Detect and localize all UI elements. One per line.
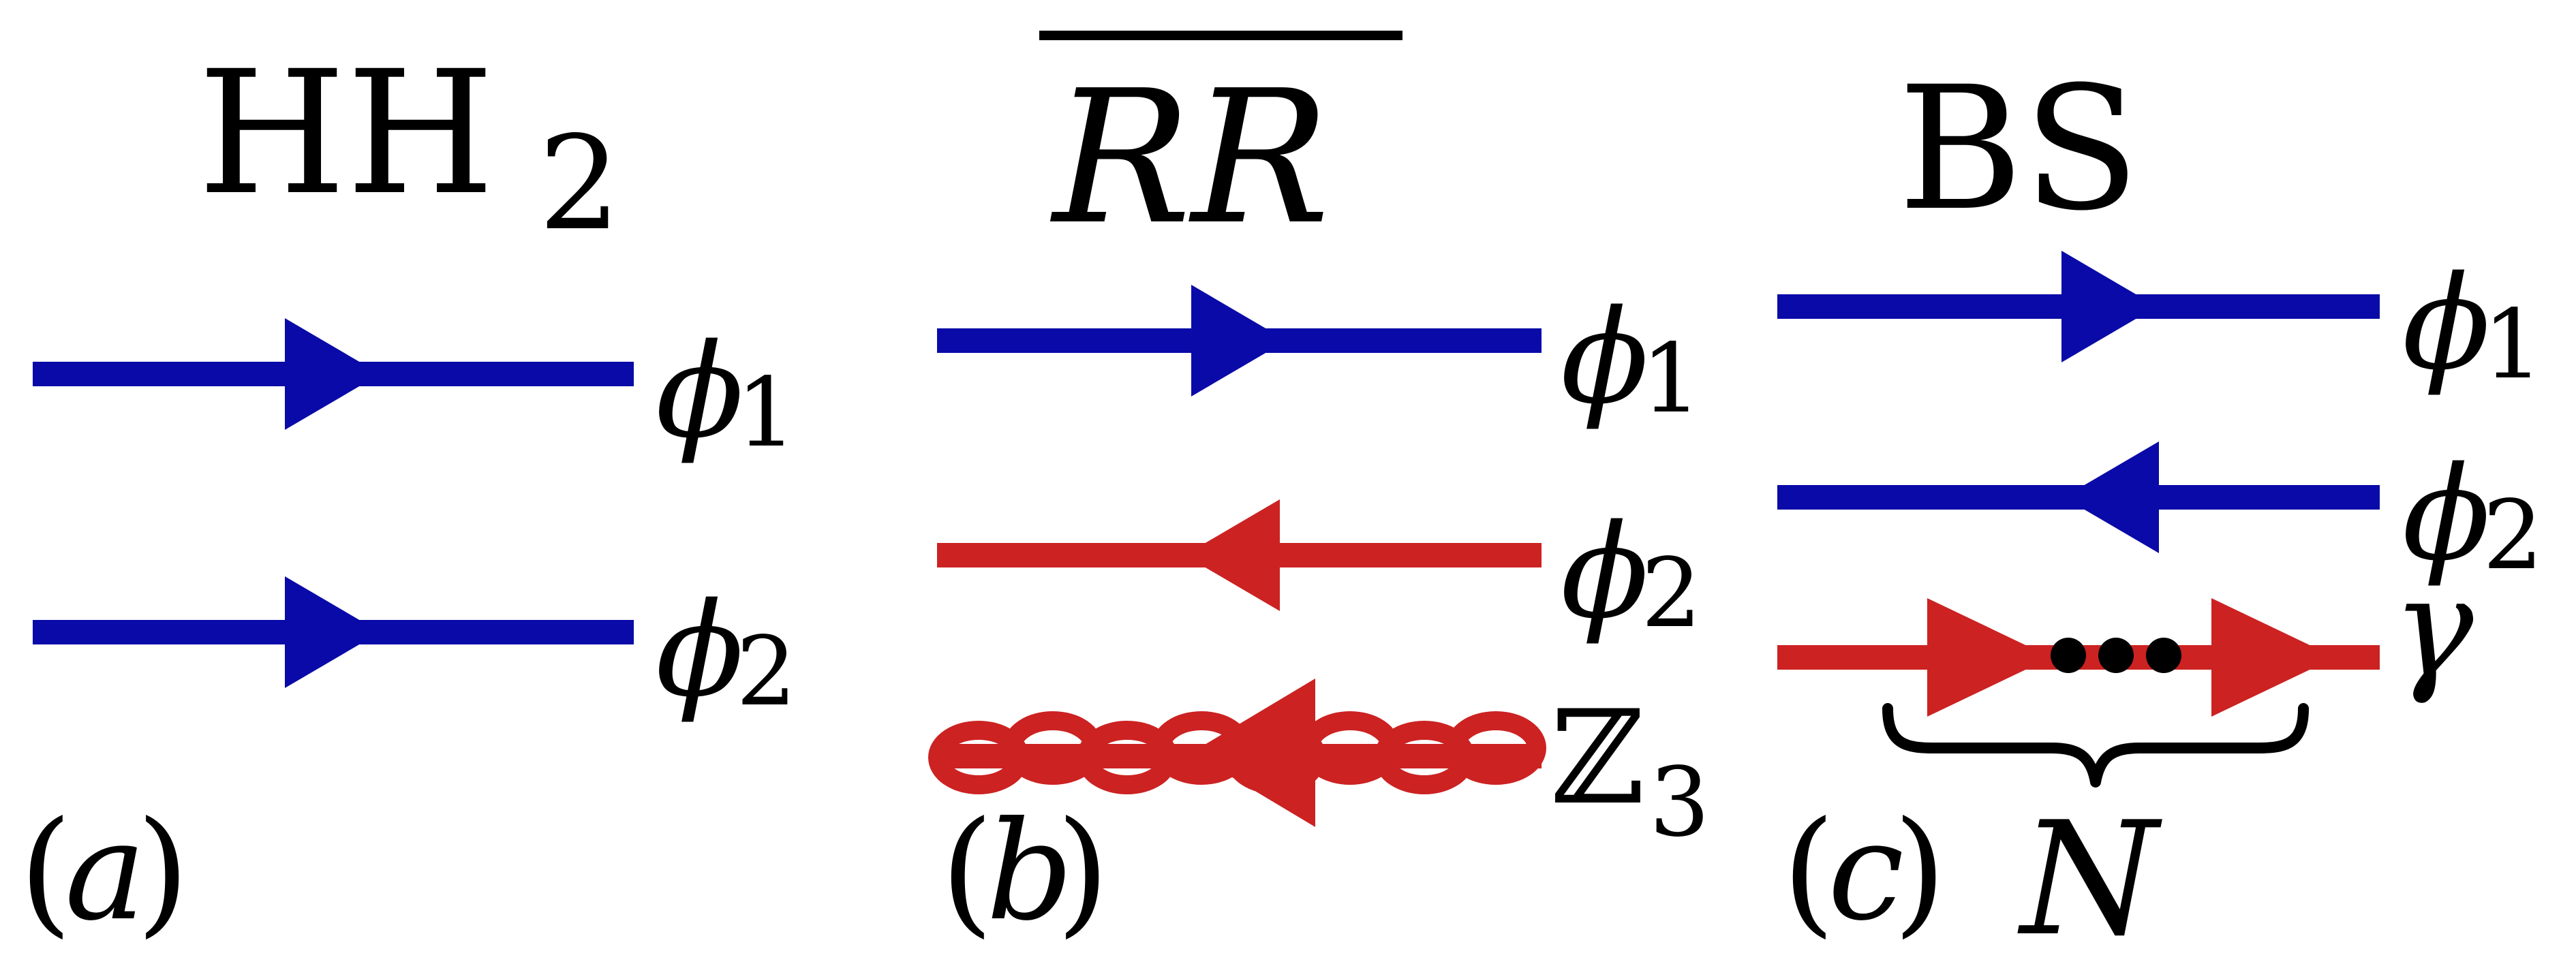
panel-a: HH 2 ϕ 1 ϕ 2 ( a ) [19,34,797,951]
phi-symbol: ϕ [1561,282,1649,433]
panel-letter: c [1828,792,1904,951]
arrow-left-icon [2064,441,2159,553]
panel-letter: b [986,792,1073,951]
gamma-symbol: γ [2392,548,2474,707]
panel-letter: a [65,792,146,951]
panel-a-label-phi2: ϕ 2 [656,575,797,728]
panel-c-label-phi1: ϕ 1 [2402,248,2543,401]
phi-subscript: 1 [736,358,797,469]
phi-symbol: ϕ [2402,248,2491,399]
panel-a-label: ( a ) [19,792,189,951]
paren-close: ) [136,792,189,951]
phi-symbol: ϕ [2402,439,2491,589]
ellipsis-dot [2146,638,2181,673]
arrow-left-icon [1184,499,1280,611]
ellipsis-dot [2051,638,2086,673]
panel-c-line-gamma [1777,598,2380,717]
paren-close: ) [1056,792,1109,951]
arrow-right-icon [285,318,380,430]
panel-a-title: HH [198,34,495,232]
panel-a-line-phi2 [33,576,634,688]
panel-c-line-phi2 [1777,441,2380,553]
z-subscript: 3 [1649,747,1710,858]
underbrace [1882,703,2309,788]
panel-c-line-phi1 [1777,251,2380,362]
paren-open: ( [1782,792,1835,951]
panel-a-line-phi1 [33,318,634,430]
paren-open: ( [940,792,994,951]
panel-b-label: ( b ) [940,792,1109,951]
chain-link [1445,711,1546,785]
phi-subscript: 1 [2483,290,2543,401]
phi-subscript: 2 [1641,538,1702,649]
panel-b-line-phi2 [937,499,1542,611]
panel-c-label-gamma: γ [2392,548,2474,707]
panel-c-label: ( c ) [1782,792,1946,951]
phi-symbol: ϕ [1561,497,1649,647]
panel-c-label-phi2: ϕ 2 [2402,439,2543,591]
paren-close: ) [1893,792,1946,951]
panel-c: BS ϕ 1 ϕ 2 γ [1777,50,2543,966]
panel-b: RR ϕ 1 ϕ 2 [928,31,1710,951]
panel-b-title: RR [1050,50,1330,265]
panel-a-label-phi1: ϕ 1 [656,316,797,469]
arrow-right-icon [285,576,380,688]
phi-symbol: ϕ [656,316,744,467]
panel-b-label-phi1: ϕ 1 [1561,282,1702,435]
ellipsis-dot [2098,638,2134,673]
panel-b-label-z3: ℤ 3 [1550,683,1710,858]
arrow-right-icon [2211,598,2335,717]
panel-b-label-phi2: ϕ 2 [1561,497,1702,649]
panel-b-line-z3 [928,679,1546,827]
phi-subscript: 2 [736,617,797,728]
arrow-right-icon [1191,285,1287,396]
integers-symbol: ℤ [1550,683,1645,833]
phi-symbol: ϕ [656,575,744,726]
paren-open: ( [19,792,72,951]
phi-subscript: 2 [2483,480,2543,591]
phi-subscript: 1 [1641,324,1702,435]
panel-b-line-phi1 [937,285,1542,396]
panel-a-title-subscript: 2 [538,108,621,259]
arrow-right-icon [1927,598,2051,717]
panel-c-title: BS [1898,50,2140,248]
arrow-left-icon [1191,679,1315,827]
arrow-right-icon [2061,251,2157,362]
brace-label: N [2017,789,2162,966]
